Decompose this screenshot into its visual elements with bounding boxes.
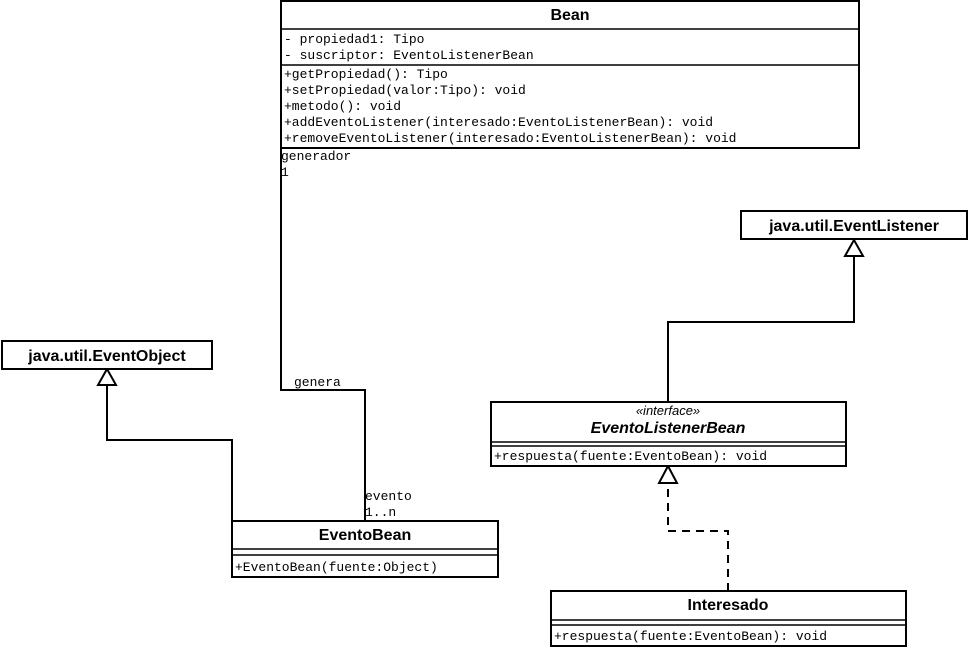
operation: +getPropiedad(): Tipo [284,67,448,82]
class-name: EventoBean [319,527,411,544]
association-genera-line [280,148,366,521]
operation: +EventoBean(fuente:Object) [235,560,438,575]
realization-interesado-line [667,483,729,591]
association-source-multiplicity: 1 [281,165,289,180]
realization-arrowhead-listenerbean [657,463,679,484]
operation: +metodo(): void [284,99,401,114]
class-name: java.util.EventListener [768,218,939,235]
operation: +removeEventoListener(interesado:EventoL… [284,131,736,146]
class-name: Bean [550,7,589,24]
association-target-role: evento [365,489,412,504]
class-bean: Bean - propiedad1: Tipo - suscriptor: Ev… [280,0,860,149]
operation: +respuesta(fuente:EventoBean): void [494,449,767,464]
class-java-util-eventobject: java.util.EventObject [1,340,213,370]
class-name: Interesado [688,597,769,614]
association-target-multiplicity: 1..n [365,505,396,520]
class-interesado: Interesado +respuesta(fuente:EventoBean)… [550,590,907,647]
generalization-arrowhead-eventobject [96,366,118,386]
operation: +setPropiedad(valor:Tipo): void [284,83,526,98]
class-eventobean: EventoBean +EventoBean(fuente:Object) [231,520,499,578]
association-source-role: generador [281,149,351,164]
operation: +addEventoListener(interesado:EventoList… [284,115,713,130]
class-java-util-eventlistener: java.util.EventListener [740,210,968,240]
generalization-listenerbean-line [667,256,855,402]
class-name: EventoListenerBean [591,420,746,437]
association-label: genera [294,375,341,390]
stereotype-label: «interface» [636,403,700,418]
interface-eventolistenerbean: «interface» EventoListenerBean +respuest… [490,401,847,467]
class-name: java.util.EventObject [27,348,186,365]
generalization-arrowhead-eventlistener [843,237,865,257]
generalization-eventobean-line [106,385,233,521]
attribute: - suscriptor: EventoListenerBean [284,48,534,63]
operation: +respuesta(fuente:EventoBean): void [554,629,827,644]
attribute: - propiedad1: Tipo [284,32,424,47]
